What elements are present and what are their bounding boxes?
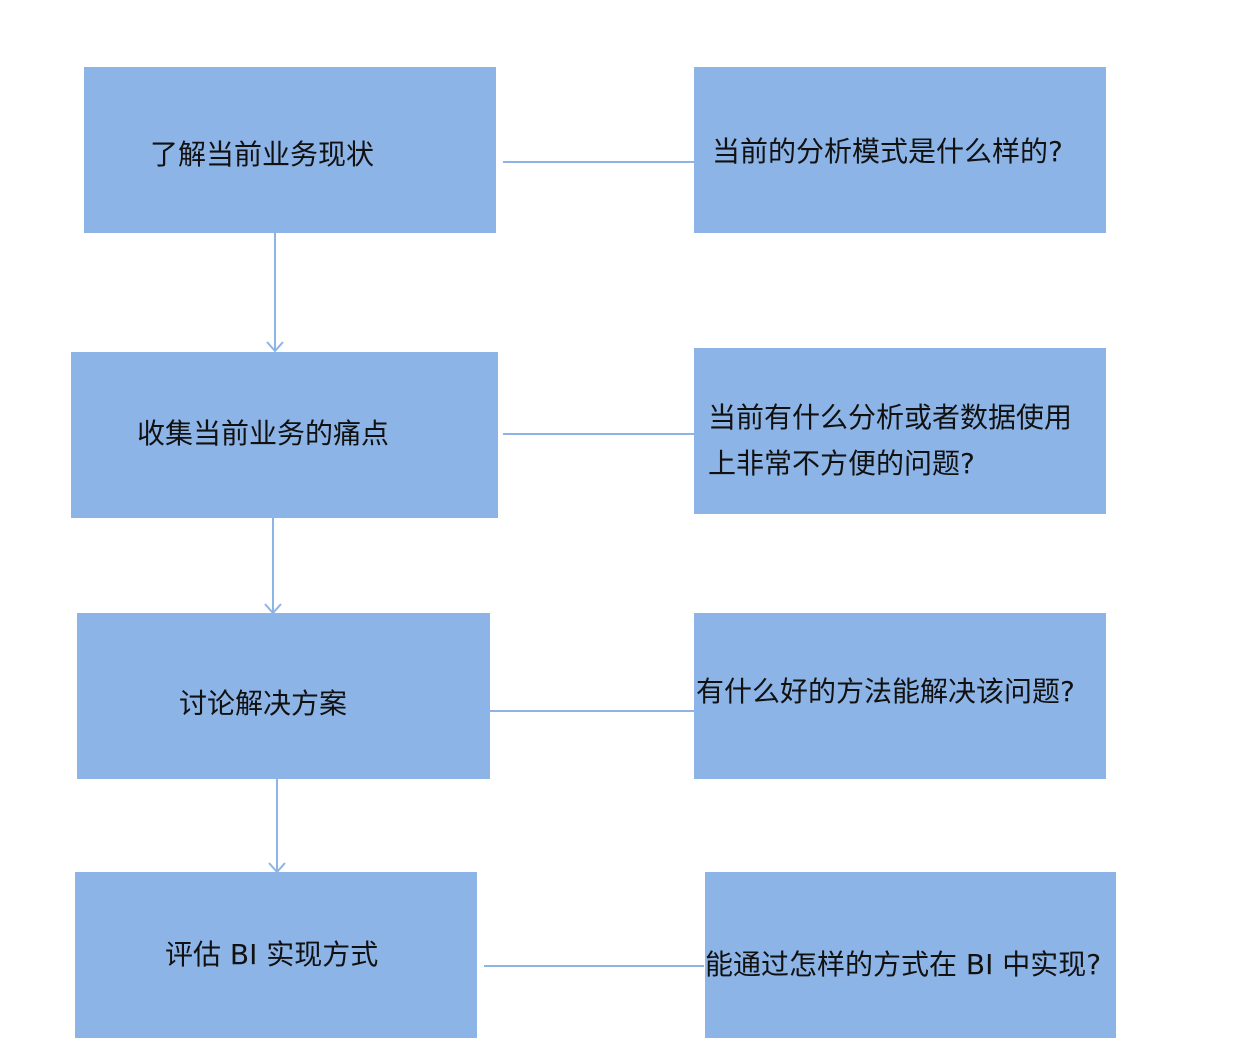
flow-arrow-2: [264, 517, 282, 615]
step-label-2: 收集当前业务的痛点: [137, 417, 390, 450]
step-box-3: 讨论解决方案: [77, 613, 490, 779]
step-box-2: 收集当前业务的痛点: [71, 352, 498, 518]
question-label-4: 能通过怎样的方式在 BI 中实现?: [705, 948, 1102, 981]
question-box-3: 有什么好的方法能解决该问题?: [694, 613, 1106, 779]
step-label-1: 了解当前业务现状: [150, 138, 375, 171]
step-box-1: 了解当前业务现状: [84, 67, 496, 233]
question-box-1: 当前的分析模式是什么样的?: [694, 67, 1106, 233]
question-label-3: 有什么好的方法能解决该问题?: [696, 675, 1075, 708]
step-box-4: 评估 BI 实现方式: [75, 872, 477, 1038]
flow-arrow-1: [266, 232, 284, 353]
flow-arrow-3: [268, 778, 286, 874]
question-box-2: 当前有什么分析或者数据使用 上非常不方便的问题?: [694, 348, 1106, 514]
step-label-4: 评估 BI 实现方式: [165, 938, 379, 971]
question-label-2: 当前有什么分析或者数据使用 上非常不方便的问题?: [708, 401, 1073, 480]
question-box-4: 能通过怎样的方式在 BI 中实现?: [705, 872, 1116, 1038]
step-label-3: 讨论解决方案: [179, 687, 348, 720]
question-label-1: 当前的分析模式是什么样的?: [712, 135, 1063, 168]
